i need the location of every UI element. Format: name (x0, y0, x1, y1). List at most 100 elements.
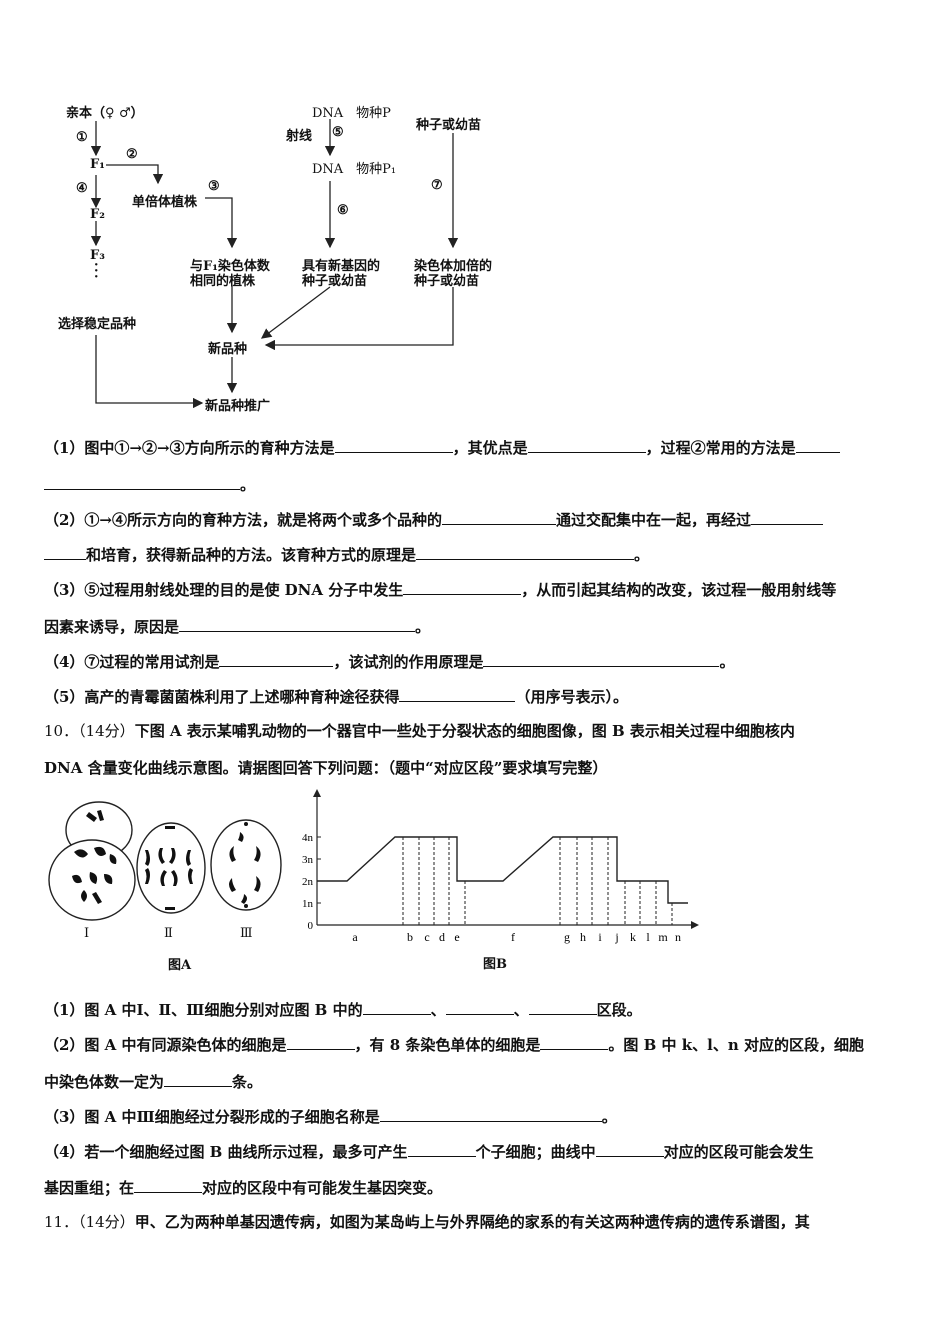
flow-f1: F₁ (90, 157, 105, 172)
q9-p3-text-a: （3）⑤过程用射线处理的目的是使 DNA 分子中发生 (44, 581, 404, 599)
x-tick-label: e (454, 930, 459, 944)
q10-p3-text-b: 。 (601, 1108, 617, 1126)
blank[interactable] (399, 686, 516, 702)
flow-new-gene-2: 种子或幼苗 (302, 274, 368, 289)
q9-part3-line1: （3）⑤过程用射线处理的目的是使 DNA 分子中发生 ，从而引起其结构的改变，该过… (44, 579, 836, 600)
y-axis-arrow (313, 789, 321, 797)
q10-p2-text-c: 。图 B 中 k、l、n 对应的区段，细胞 (608, 1036, 864, 1054)
blank[interactable] (379, 1106, 602, 1122)
q9-p1-text-c: ，过程②常用的方法是 (645, 439, 796, 457)
x-tick-label: a (352, 930, 358, 944)
blank[interactable] (442, 509, 557, 525)
q10-p1-text-a: （1）图 A 中Ⅰ、Ⅱ、Ⅲ细胞分别对应图 B 中的 (44, 1001, 363, 1019)
flow-seeds: 种子或幼苗 (416, 118, 482, 133)
step-3: ③ (208, 179, 220, 194)
q10-p4-text-c: 对应的区段可能会发生 (663, 1143, 814, 1161)
blank[interactable] (540, 1034, 609, 1050)
blank[interactable] (528, 999, 597, 1015)
q10-p2-text-a: （2）图 A 中有同源染色体的细胞是 (44, 1036, 287, 1054)
q10-part3: （3）图 A 中Ⅲ细胞经过分裂形成的子细胞名称是。 (44, 1106, 617, 1127)
blank[interactable] (527, 437, 646, 453)
q10-p4-text-a: （4）若一个细胞经过图 B 曲线所示过程，最多可产生 (44, 1143, 408, 1161)
y-tick-label: 4n (302, 832, 314, 844)
x-tick-label: l (646, 930, 650, 944)
flow-doubled-2: 种子或幼苗 (414, 274, 480, 289)
blank[interactable] (445, 999, 514, 1015)
x-tick-label: g (564, 930, 570, 944)
flow-parents: 亲本（♀ ♂） (66, 106, 144, 121)
blank[interactable] (483, 651, 720, 667)
blank[interactable] (751, 509, 824, 525)
flow-doubled-1: 染色体加倍的 (414, 259, 493, 274)
q10-score: （14分） (78, 722, 135, 740)
blank[interactable] (44, 474, 240, 490)
q9-p4-text-b: ，该试剂的作用原理是 (333, 653, 484, 671)
q10-part1: （1）图 A 中Ⅰ、Ⅱ、Ⅲ细胞分别对应图 B 中的、、区段。 (44, 999, 642, 1020)
x-tick-label: j (614, 930, 618, 944)
q10-p2-text-d: 中染色体数一定为 (44, 1073, 165, 1091)
q10-stem-line1: 10．（14分）下图 A 表示某哺乳动物的一个器官中一些处于分裂状态的细胞图像，… (44, 720, 795, 741)
y-tick-label: 1n (302, 898, 314, 910)
q10-number: 10． (44, 722, 79, 740)
blank[interactable] (44, 544, 86, 560)
y-tick-label: 3n (302, 854, 314, 866)
x-tick-label: k (630, 930, 636, 944)
blank[interactable] (164, 1071, 233, 1087)
step-7: ⑦ (431, 178, 443, 193)
q10-p2-text-e: 条。 (232, 1073, 263, 1091)
q10-p1-text-c: 、 (513, 1001, 529, 1019)
x-tick-label: f (511, 930, 515, 944)
blank[interactable] (179, 616, 416, 632)
x-tick-label: c (424, 930, 429, 944)
q10-part2-line1: （2）图 A 中有同源染色体的细胞是 ，有 8 条染色单体的细胞是 。图 B 中 k… (44, 1034, 864, 1055)
step-6: ⑥ (337, 203, 349, 218)
flow-new-variety: 新品种 (208, 342, 248, 357)
blank[interactable] (795, 437, 840, 453)
q10-p1-text-b: 、 (430, 1001, 446, 1019)
q10-stem-line2: DNA 含量变化曲线示意图。请据图回答下列问题：（题中“对应区段”要求填写完整） (44, 757, 607, 778)
x-tick-label: i (598, 930, 602, 944)
blank[interactable] (286, 1034, 355, 1050)
q9-p2-text-d: 。 (634, 546, 650, 564)
q10-stem2: DNA 含量变化曲线示意图。请据图回答下列问题：（题中“对应区段”要求填写完整） (44, 759, 608, 777)
cell-ii (136, 822, 206, 914)
q10-p2-text-b: ，有 8 条染色单体的细胞是 (354, 1036, 541, 1054)
q11-number: 11． (44, 1213, 79, 1231)
flow-haploid: 单倍体植株 (132, 195, 198, 210)
blank[interactable] (407, 1141, 476, 1157)
step-2: ② (126, 147, 138, 162)
y-tick-label: 2n (302, 876, 314, 888)
q9-p3-text-c: 因素来诱导，原因是 (44, 618, 180, 636)
blank[interactable] (334, 437, 453, 453)
q9-p5-text-a: （5）高产的青霉菌菌株利用了上述哪种育种途径获得 (44, 688, 400, 706)
flow-dna-p1: DNA 物种P₁ (312, 162, 397, 177)
q11-stem: 11．（14分）甲、乙为两种单基因遗传病，如图为某岛屿上与外界隔绝的家系的有关这… (44, 1211, 810, 1232)
blank[interactable] (362, 999, 431, 1015)
blank[interactable] (416, 544, 635, 560)
blank[interactable] (219, 651, 334, 667)
flow-f2: F₂ (90, 207, 105, 222)
flow-new-gene-1: 具有新基因的 (302, 259, 381, 274)
cell-iii (210, 819, 282, 911)
flow-promotion: 新品种推广 (205, 399, 271, 414)
q9-p3-text-b: ，从而引起其结构的改变，该过程一般用射线等 (521, 581, 837, 599)
flow-dots: · · · (94, 258, 99, 285)
x-tick-label: m (658, 930, 668, 944)
flow-f3: F₃ (90, 248, 105, 263)
q9-p4-text-c: 。 (719, 653, 735, 671)
blank[interactable] (134, 1177, 203, 1193)
blank[interactable] (403, 579, 522, 595)
blank[interactable] (595, 1141, 664, 1157)
q10-part2-line2: 中染色体数一定为 条。 (44, 1071, 262, 1092)
x-axis-arrow (691, 921, 699, 929)
x-tick-label: n (675, 930, 681, 944)
fig-a-label-ii: Ⅱ (164, 926, 173, 941)
step-4: ④ (76, 181, 88, 196)
q9-part1-line2: 。 (44, 474, 255, 495)
q10-stem1: 下图 A 表示某哺乳动物的一个器官中一些处于分裂状态的细胞图像，图 B 表示相关… (134, 722, 795, 740)
flow-same-chrom-1: 与F₁染色体数 (190, 259, 270, 274)
q9-part4: （4）⑦过程的常用试剂是，该试剂的作用原理是。 (44, 651, 734, 672)
flow-ray: 射线 (286, 129, 313, 144)
fig-a-label-iii: Ⅲ (240, 926, 253, 941)
